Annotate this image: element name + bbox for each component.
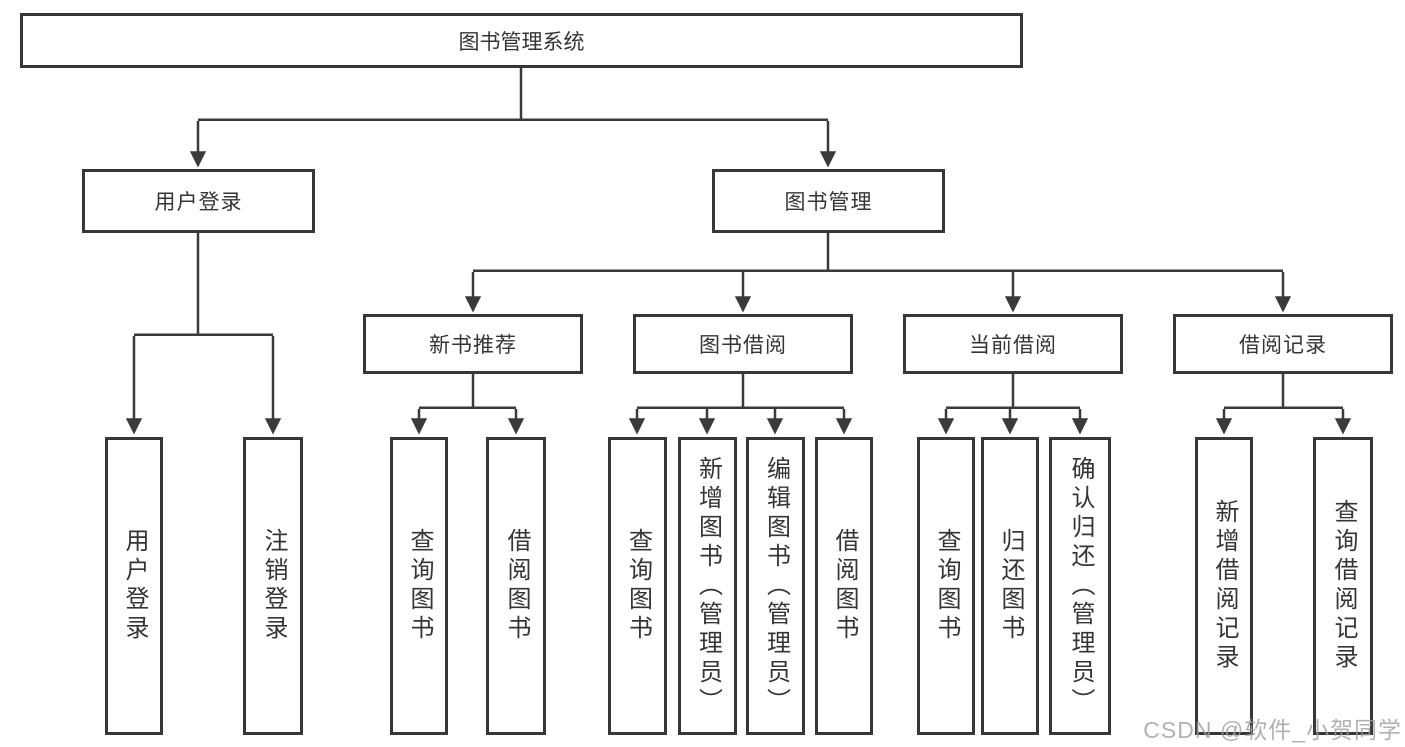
- node-borrow-books-recommend: 借阅图书: [486, 437, 546, 735]
- node-user-login: 用户登录: [82, 169, 315, 233]
- node-query-books-borrow: 查询图书: [608, 437, 667, 735]
- node-book-management: 图书管理: [712, 169, 945, 233]
- node-borrowing-records: 借阅记录: [1173, 314, 1393, 374]
- node-edit-books-admin: 编辑图书（管理员）: [746, 437, 805, 735]
- node-new-book-recommend: 新书推荐: [363, 314, 583, 374]
- node-query-books-current: 查询图书: [917, 437, 975, 735]
- node-login: 用户登录: [105, 437, 163, 735]
- node-query-borrow-record: 查询借阅记录: [1313, 437, 1373, 735]
- node-book-borrowing: 图书借阅: [633, 314, 853, 374]
- watermark: CSDN @软件_小贺同学: [1143, 717, 1402, 743]
- node-logout: 注销登录: [243, 437, 303, 735]
- node-library-system: 图书管理系统: [20, 13, 1023, 68]
- node-add-books-admin: 新增图书（管理员）: [678, 437, 737, 735]
- node-borrow-books: 借阅图书: [815, 437, 873, 735]
- node-current-borrowing: 当前借阅: [903, 314, 1123, 374]
- node-query-books-recommend: 查询图书: [390, 437, 448, 735]
- node-add-borrow-record: 新增借阅记录: [1195, 437, 1253, 735]
- node-return-books: 归还图书: [981, 437, 1039, 735]
- node-confirm-return-admin: 确认归还（管理员）: [1049, 437, 1111, 735]
